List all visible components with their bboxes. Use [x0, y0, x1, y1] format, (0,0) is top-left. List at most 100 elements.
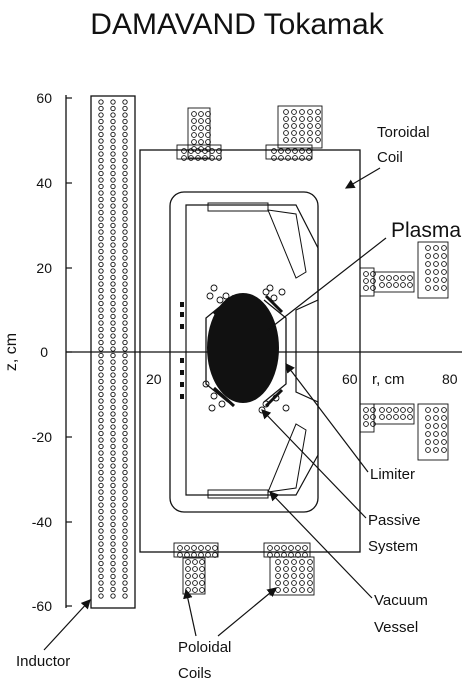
coil-turn — [198, 125, 204, 131]
inductor-winding — [98, 593, 104, 599]
inductor-winding — [122, 346, 128, 352]
inductor-winding — [122, 469, 128, 476]
inductor-winding — [110, 346, 116, 352]
coil-turn — [315, 137, 321, 143]
inductor-winding — [98, 248, 104, 255]
coil-turn — [393, 275, 399, 281]
coil-turn — [291, 559, 297, 565]
coil-turn — [199, 580, 205, 586]
coil-turn — [275, 580, 281, 586]
inductor-winding — [110, 450, 116, 456]
poloidal-coils-leader-left — [183, 588, 197, 637]
inductor-winding — [110, 554, 116, 560]
coil-turn — [386, 275, 392, 281]
inductor-winding — [122, 326, 128, 333]
inductor-winding — [122, 378, 128, 385]
coil-turn — [185, 566, 191, 572]
coil-turn — [192, 587, 198, 593]
inductor-winding — [122, 593, 128, 599]
r-tick-labels: 20 60 80 — [146, 371, 458, 387]
inductor-winding — [110, 417, 116, 424]
coil-turn — [291, 130, 297, 136]
coil-turn — [386, 407, 392, 413]
inductor-winding — [98, 437, 104, 443]
inductor-winding — [110, 333, 116, 339]
coil-turn — [291, 123, 297, 129]
inductor-winding — [98, 391, 104, 398]
inductor-winding — [110, 391, 116, 398]
coil-turn — [198, 139, 204, 145]
z-tick-label: 20 — [36, 260, 52, 276]
inductor-winding — [110, 372, 116, 378]
coil-turn — [363, 285, 369, 291]
coil-turn — [299, 580, 305, 586]
toroidal-coil-leader — [344, 167, 381, 189]
coil-turn — [370, 407, 376, 413]
coil-turn — [433, 285, 439, 291]
inductor-winding — [110, 482, 116, 489]
coil-turn — [199, 587, 205, 593]
inductor-winding — [98, 378, 104, 385]
coil-turn — [433, 269, 439, 275]
inductor-winding — [122, 463, 128, 469]
inductor-winding — [98, 528, 104, 534]
inductor-winding — [122, 521, 128, 528]
coil-turn — [441, 407, 447, 413]
coil-turn — [184, 552, 190, 558]
inductor-winding — [122, 450, 128, 456]
coil-turn — [283, 109, 289, 115]
inductor-winding — [122, 359, 128, 365]
toroidal-coil-label: Toroidal — [377, 124, 430, 141]
coil-turn — [191, 139, 197, 145]
passive-system-upper — [267, 209, 307, 279]
coil-turn — [433, 407, 439, 413]
coil-turn — [267, 545, 273, 551]
coil-turn — [393, 414, 399, 420]
coil-turn — [379, 275, 385, 281]
inductor-winding — [98, 300, 104, 307]
inductor-winding — [110, 261, 116, 268]
inductor-winding — [122, 196, 128, 203]
plasma-label: Plasma — [391, 219, 461, 242]
coil-turn — [425, 285, 431, 291]
inductor-winding — [122, 430, 128, 437]
inductor-winding — [110, 294, 116, 300]
inductor-winding — [122, 528, 128, 534]
coil-turn — [191, 552, 197, 558]
inductor-winding — [98, 177, 104, 183]
inductor-winding — [122, 495, 128, 502]
coil-turn — [370, 271, 376, 277]
inductor-winding — [98, 125, 104, 131]
inductor-winding — [110, 313, 116, 320]
inductor-winding — [110, 339, 116, 346]
inductor-winding — [98, 346, 104, 352]
limiter-upper-right — [264, 294, 284, 314]
inductor-winding — [98, 183, 104, 190]
coil-turn — [441, 277, 447, 283]
inductor-winding — [98, 463, 104, 469]
coil-turn — [275, 587, 281, 593]
inductor-winding — [122, 424, 128, 430]
inductor-winding — [98, 307, 104, 313]
coil-turn — [198, 132, 204, 138]
coil-turn — [441, 431, 447, 437]
inductor-winding — [98, 320, 104, 326]
poloidal-coil-packs — [173, 105, 449, 596]
coil-turn — [185, 580, 191, 586]
probe-circle — [266, 284, 274, 292]
inductor-winding — [98, 534, 104, 541]
inductor-winding — [122, 352, 128, 359]
coil-turn — [283, 587, 289, 593]
inductor-winding — [98, 222, 104, 229]
coil-pack-box — [373, 271, 415, 293]
inductor-winding — [122, 307, 128, 313]
inductor-winding — [122, 404, 128, 411]
inductor-winding — [122, 177, 128, 183]
inductor-winding — [98, 131, 104, 138]
coil-turn — [425, 261, 431, 267]
inductor-winding — [98, 281, 104, 287]
coil-turn — [181, 148, 187, 154]
inductor-leader — [43, 599, 91, 651]
inductor-winding — [122, 118, 128, 125]
inductor-winding — [122, 99, 128, 105]
